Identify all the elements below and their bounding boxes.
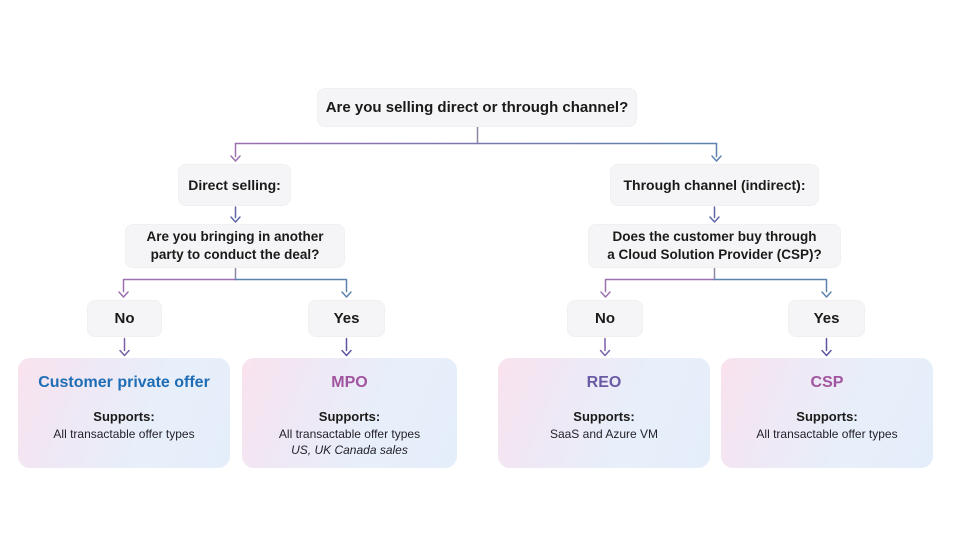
direct-to-question-connector: [230, 206, 241, 223]
card-note: US, UK Canada sales: [291, 443, 408, 457]
arrow-down-icon: [709, 216, 720, 223]
right-question-node: Does the customer buy through a Cloud So…: [588, 224, 841, 268]
arrow-down-icon: [599, 349, 611, 357]
right-question-split-connector: [600, 267, 832, 298]
branch-label-through-channel: Through channel (indirect):: [610, 164, 819, 206]
arrow-down-icon: [600, 291, 611, 298]
arrow-down-icon: [341, 291, 352, 298]
question-text-line: Are you bringing in another: [146, 229, 324, 245]
question-text-line: party to conduct the deal?: [150, 247, 320, 262]
right-yes-node: Yes: [788, 300, 865, 337]
arrow-down-icon: [230, 155, 241, 162]
arrow-down-icon: [230, 216, 241, 223]
arrow-down-icon: [341, 349, 352, 357]
result-card-csp: CSP Supports: All transactable offer typ…: [721, 358, 933, 468]
card-title: Customer private offer: [38, 374, 210, 391]
card-supports-value: All transactable offer types: [756, 427, 898, 441]
card-title: REO: [586, 374, 622, 391]
card-supports-label: Supports:: [573, 409, 635, 424]
question-text-line: Does the customer buy through: [612, 229, 817, 245]
left-no-node: No: [87, 300, 162, 337]
result-card-customer-private-offer: Customer private offer Supports: All tra…: [18, 358, 230, 468]
arrow-down-icon: [119, 349, 130, 357]
card-supports-value: SaaS and Azure VM: [549, 427, 659, 441]
card-supports-label: Supports:: [318, 409, 381, 424]
answer-to-card-connectors: [119, 337, 832, 357]
arrow-down-icon: [711, 155, 722, 162]
card-title: CSP: [810, 374, 844, 391]
card-supports-label: Supports:: [93, 409, 155, 424]
root-question-node: Are you selling direct or through channe…: [317, 88, 637, 127]
card-supports-value: All transactable offer types: [53, 427, 195, 441]
result-card-reo: REO Supports: SaaS and Azure VM: [498, 358, 710, 468]
card-supports-label: Supports:: [796, 409, 858, 424]
card-title: MPO: [331, 374, 368, 391]
left-yes-node: Yes: [308, 300, 385, 337]
through-to-question-connector: [709, 206, 720, 223]
question-text-line: a Cloud Solution Provider (CSP)?: [607, 247, 822, 262]
result-card-mpo: MPO Supports: All transactable offer typ…: [242, 358, 457, 468]
right-no-node: No: [567, 300, 643, 337]
root-split-connector: [230, 126, 722, 162]
branch-label-direct-selling: Direct selling:: [178, 164, 291, 206]
left-question-node: Are you bringing in another party to con…: [125, 224, 345, 268]
arrow-down-icon: [118, 291, 129, 298]
arrow-down-icon: [821, 349, 832, 357]
card-supports-value: All transactable offer types: [278, 427, 421, 441]
arrow-down-icon: [821, 291, 832, 298]
left-question-split-connector: [118, 267, 352, 298]
